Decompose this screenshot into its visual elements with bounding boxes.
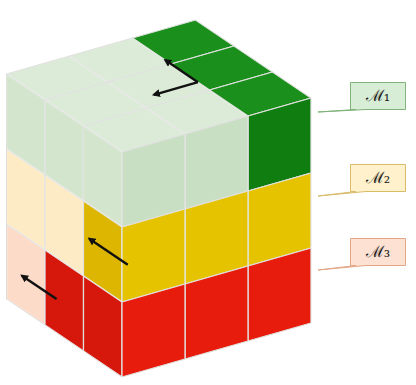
rotation-arrow bbox=[165, 60, 198, 82]
left-face-edge bbox=[7, 224, 46, 325]
right-face bbox=[185, 266, 248, 359]
layer-label: ℳ₃ bbox=[350, 242, 406, 262]
rotation-arrow bbox=[154, 82, 198, 95]
callout-box: ℳ₁ bbox=[350, 82, 406, 110]
right-face bbox=[248, 248, 311, 341]
callout-shape bbox=[318, 165, 406, 197]
layer-label: ℳ₂ bbox=[350, 168, 406, 188]
callout-box: ℳ₂ bbox=[350, 164, 406, 192]
right-face-edge bbox=[248, 248, 311, 341]
right-face bbox=[122, 284, 185, 377]
right-face-edge bbox=[122, 284, 185, 377]
left-face-edge bbox=[84, 276, 123, 377]
left-face-edge bbox=[45, 250, 84, 351]
callout-box: ℳ₃ bbox=[350, 238, 406, 266]
rotation-arrow bbox=[89, 239, 128, 265]
layer-label: ℳ₁ bbox=[350, 86, 406, 106]
callout-shape bbox=[318, 83, 406, 113]
rotation-arrow bbox=[22, 276, 57, 299]
right-face-edge bbox=[185, 266, 248, 359]
left-face bbox=[7, 224, 46, 325]
callout-shape bbox=[318, 239, 406, 271]
left-face bbox=[45, 250, 84, 351]
left-face bbox=[84, 276, 123, 377]
